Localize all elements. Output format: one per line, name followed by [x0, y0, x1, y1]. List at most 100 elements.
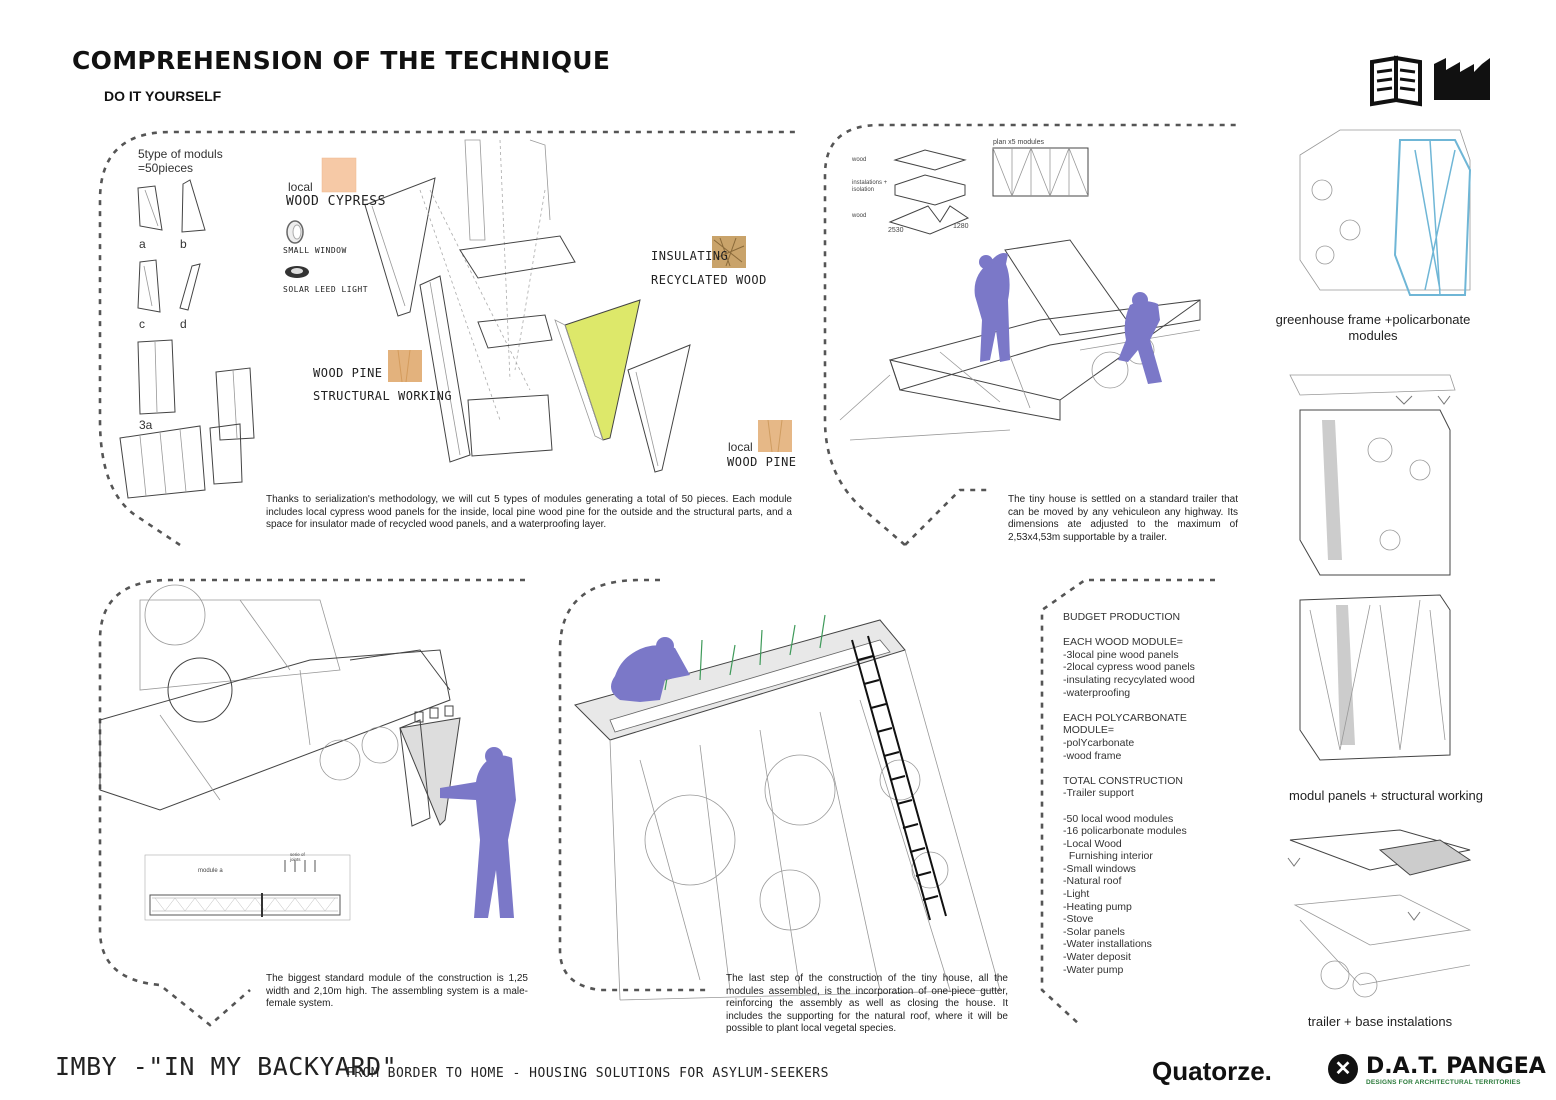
module-letter-3a: 3a [139, 418, 153, 432]
budget-line: BUDGET PRODUCTION [1063, 611, 1181, 623]
worker-figure-carrying-panel [440, 755, 516, 918]
material-recycled-wood-label: RECYCLATED WOOD [651, 273, 767, 287]
page-subtitle: DO IT YOURSELF [104, 88, 222, 104]
budget-line: EACH POLYCARBONATE [1063, 711, 1187, 724]
dashed-frame-trailer [823, 123, 1240, 546]
budget-line [1063, 762, 1233, 775]
assembled-modules-small [119, 367, 255, 499]
trailer-layer-diagram [888, 147, 1089, 235]
structural-working-drawing [1299, 594, 1451, 761]
material-small-window-label: SMALL WINDOW [283, 246, 347, 255]
greenhouse-label-line1: greenhouse frame +policarbonate [1275, 312, 1471, 327]
budget-line: -Solar panels [1063, 925, 1125, 938]
plan-modules-label: plan x5 modules [993, 139, 1044, 146]
trailer-drawing [839, 239, 1201, 441]
budget-line: -Light [1063, 888, 1090, 901]
material-wood-cypress-label: WOOD CYPRESS [286, 194, 386, 209]
module-letter-b: b [180, 237, 187, 251]
budget-line: -waterproofing [1063, 686, 1131, 699]
budget-line: -polYcarbonate [1063, 736, 1135, 749]
trailer-base-drawing [1287, 829, 1472, 998]
budget-line: TOTAL CONSTRUCTION [1063, 774, 1183, 787]
book-icon [1370, 55, 1422, 107]
dashed-frame-modules [98, 130, 800, 547]
budget-line: -Trailer support [1063, 787, 1134, 800]
module-a-section-detail [144, 854, 351, 921]
material-wood-pine-label: WOOD PINE [313, 366, 383, 380]
layer-wood-top-label: wood [852, 157, 867, 163]
dashed-frame-trailer-bottom [904, 488, 990, 546]
modul-panels-drawing [1289, 374, 1456, 576]
wood-cypress-swatch [322, 158, 356, 192]
footer-project-subtitle: FROM BORDER TO HOME - HOUSING SOLUTIONS … [346, 1066, 829, 1081]
module-a-detail-note: serie of joints [290, 852, 305, 862]
dimension-1280: 1280 [953, 223, 969, 230]
module-letter-a: a [139, 237, 146, 251]
pangea-logo-icon: ✕ [1328, 1054, 1358, 1084]
dashed-frame-roof [558, 578, 710, 992]
material-local-label: local [288, 180, 313, 194]
budget-line: -Stove [1063, 913, 1094, 926]
dat-pangea-tagline: DESIGNS FOR ARCHITECTURAL TERRITORIES [1366, 1079, 1521, 1086]
quatorze-logo: Quatorze. [1152, 1056, 1272, 1086]
worker-figure-crouching-roof [611, 645, 690, 702]
material-insulating-label: INSULATING [651, 249, 729, 263]
layer-wood-bottom-label: wood [852, 213, 867, 219]
roof-caption: The last step of the construction of the… [726, 973, 1008, 1034]
budget-line [1063, 800, 1233, 813]
budget-production-list: BUDGET PRODUCTION EACH WOOD MODULE= -3lo… [1063, 611, 1233, 976]
module-b-drawing [181, 179, 206, 233]
trailer-caption: The tiny house is settled on a standard … [1008, 494, 1238, 543]
modules-caption: Thanks to serialization's methodology, w… [266, 494, 792, 530]
budget-line: -50 local wood modules [1063, 812, 1174, 825]
greenhouse-label-line2: modules [1348, 328, 1398, 343]
worker-figure-standing [974, 253, 1010, 362]
budget-line: -Water installations [1063, 938, 1152, 951]
module-a-drawing [137, 185, 163, 231]
budget-line: Furnishing interior [1063, 850, 1153, 863]
modul-panels-label: modul panels + structural working [1288, 788, 1483, 803]
layer-installations-label: instalations + isolation [852, 180, 888, 193]
ladder-drawing [851, 635, 947, 921]
budget-line: -Small windows [1063, 862, 1136, 875]
module-assembly-caption: The biggest standard module of the const… [266, 973, 528, 1009]
module-a-detail-title: module a [198, 868, 223, 874]
exploded-module-drawing [364, 139, 691, 473]
dimension-2530: 2530 [888, 227, 904, 234]
budget-line: -wood frame [1063, 749, 1122, 762]
dashed-frame-module-assembly [98, 578, 525, 1027]
footer-project-title: IMBY -"IN MY BACKYARD" [55, 1052, 398, 1081]
budget-line: -Natural roof [1063, 875, 1122, 888]
dat-pangea-logo: D.A.T. PANGEA [1366, 1054, 1546, 1079]
budget-line: -2local cypress wood panels [1063, 661, 1195, 674]
small-window-icon [286, 220, 304, 244]
module-letter-c: c [139, 317, 145, 331]
solar-led-light-icon [285, 266, 309, 278]
module-panel-lifted [399, 705, 461, 827]
material-wood-pine-local-label: WOOD PINE [727, 455, 797, 469]
material-structural-working-label: STRUCTURAL WORKING [313, 389, 453, 403]
greenhouse-frame-drawing [1299, 129, 1472, 296]
material-solar-light-label: SOLAR LEED LIGHT [283, 285, 369, 294]
budget-line: -3local pine wood panels [1063, 648, 1179, 661]
house-roof-drawing [574, 614, 1001, 1001]
budget-line: -Heating pump [1063, 900, 1132, 913]
module-count-label: 5type of moduls [138, 147, 223, 161]
module-letter-d: d [180, 317, 187, 331]
budget-line: -Water pump [1063, 963, 1124, 976]
material-local-pine-label: local [728, 440, 753, 454]
worker-figure-crouching [1118, 301, 1162, 384]
module-3a-drawing [137, 339, 176, 415]
budget-line: EACH WOOD MODULE= [1063, 636, 1183, 649]
factory-icon [1434, 58, 1490, 100]
module-c-drawing [137, 259, 161, 313]
house-side-drawing [99, 584, 451, 811]
budget-line [1063, 624, 1233, 637]
budget-line: -16 policarbonate modules [1063, 825, 1187, 838]
local-wood-pine-swatch [758, 420, 792, 452]
wood-pine-structural-swatch [388, 350, 422, 382]
budget-line: -insulating recycylated wood [1063, 673, 1195, 686]
module-count-total: =50pieces [138, 161, 194, 175]
budget-line [1063, 699, 1233, 712]
